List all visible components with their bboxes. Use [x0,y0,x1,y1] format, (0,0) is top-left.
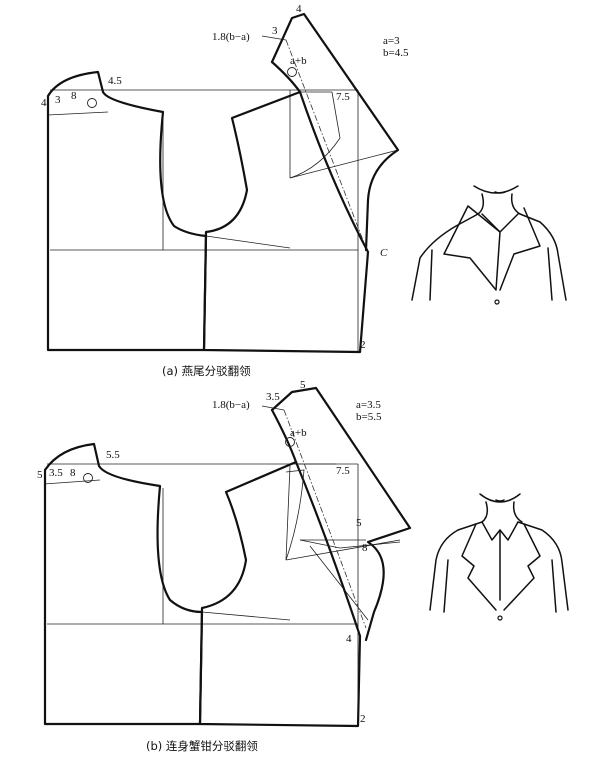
b-neck-guide [285,465,291,561]
b-collar-outline [270,386,412,642]
a-roll-line [285,39,367,249]
a-param-2: b=4.5 [383,47,409,59]
figure-b-draft: 1.8(b−a) 3.5 5 a+b 7.5 5 8 4 2 5.5 8 5 3… [37,379,412,753]
b-sketch-left-shoulder [429,521,483,611]
b-roll-line [283,409,367,629]
b-collar-stand [270,408,298,464]
figure-a-sketch [411,185,567,305]
figure-a-draft: 1.8(b−a) 3 4 a+b 7.5 C 2 4.5 8 4 3 a=3 b… [41,3,409,378]
b-sketch-neck-left [481,501,489,523]
b-hem-ext-label: 2 [360,713,366,725]
b-break-point-label: 4 [346,633,352,645]
b-dart-line [201,611,291,621]
a-sketch-right-shoulder [519,213,567,301]
b-sketch-left-arm [443,559,449,613]
a-sketch-left-lapel [443,205,501,291]
b-sketch-right-shoulder [517,521,569,611]
a-back-bodice [46,70,208,352]
a-back-neck-mark [87,98,97,108]
b-back-neck-mark [83,473,93,483]
a-collar-top-label: 4 [296,3,302,15]
b-sketch-mouth [495,499,505,502]
b-sketch-right-arm [551,559,557,613]
b-collar-top-label: 5 [300,379,306,391]
a-formula-label: 1.8(b−a) [212,31,250,43]
a-sketch-neck-left [477,193,485,215]
a-back-left-b-label: 3 [55,94,61,106]
b-lapel-guide-2 [309,545,369,621]
a-back-neck-side-label: 4.5 [108,75,122,87]
a-front-bodice [202,90,370,354]
a-sketch-left-arm [429,249,433,301]
a-sketch-collar-v [481,213,519,233]
b-ab-label: a+b [290,427,307,439]
b-param-2: b=5.5 [356,411,382,423]
b-back-left-a-label: 5 [37,469,43,481]
a-back-neck-under [47,111,109,116]
b-back-left-b-label: 3.5 [49,467,63,479]
b-param-1: a=3.5 [356,399,381,411]
a-collar-guide-1 [289,149,399,179]
a-collar-stand [270,60,302,94]
b-notch-b-label: 8 [362,542,368,554]
a-sketch-right-arm [547,247,553,301]
a-caption: (a) 燕尾分驳翻领 [162,364,251,378]
a-dart-line [205,235,291,249]
b-lapel-width-label: 7.5 [336,465,350,477]
b-caption: (b) 连身蟹钳分驳翻领 [146,739,258,753]
b-collar-guide [285,539,401,561]
b-back-neck-side-label: 5.5 [106,449,120,461]
figure-b-sketch [429,493,569,621]
a-point-c-label: C [380,247,388,259]
b-back-neck-width-label: 8 [70,467,76,479]
a-param-1: a=3 [383,35,400,47]
b-sketch-button [497,615,503,621]
a-collar-outline [270,12,400,252]
b-notch-shape [299,539,401,549]
b-back-neck-under [43,479,101,485]
a-ab-label: a+b [290,55,307,67]
b-sketch-chin [479,493,521,503]
b-sketch-neck-right [512,501,523,523]
b-front-bodice [198,460,362,728]
a-sketch-right-lapel [499,207,541,291]
b-formula-leader [261,405,285,411]
b-sketch-left-lapel [461,523,497,611]
b-formula-label: 1.8(b−a) [212,399,250,411]
a-sketch-mouth [494,191,506,194]
a-formula-value: 3 [272,25,278,37]
a-sketch-neck-right [510,193,521,215]
b-notch-a-label: 5 [356,517,362,529]
a-formula-leader [261,35,287,41]
a-collar-mark [287,67,297,77]
a-sketch-left-shoulder [411,213,479,301]
b-back-bodice [43,442,204,726]
a-hem-ext-label: 2 [360,339,366,351]
a-lapel-shape [289,91,341,179]
b-formula-value: 3.5 [266,391,280,403]
a-back-neck-width-label: 8 [71,90,77,102]
b-sketch-right-lapel [503,523,541,611]
a-sketch-button [494,299,500,305]
a-lapel-width-label: 7.5 [336,91,350,103]
a-back-left-a-label: 4 [41,97,47,109]
b-lapel-shape [285,469,305,561]
b-collar-mark [285,437,295,447]
